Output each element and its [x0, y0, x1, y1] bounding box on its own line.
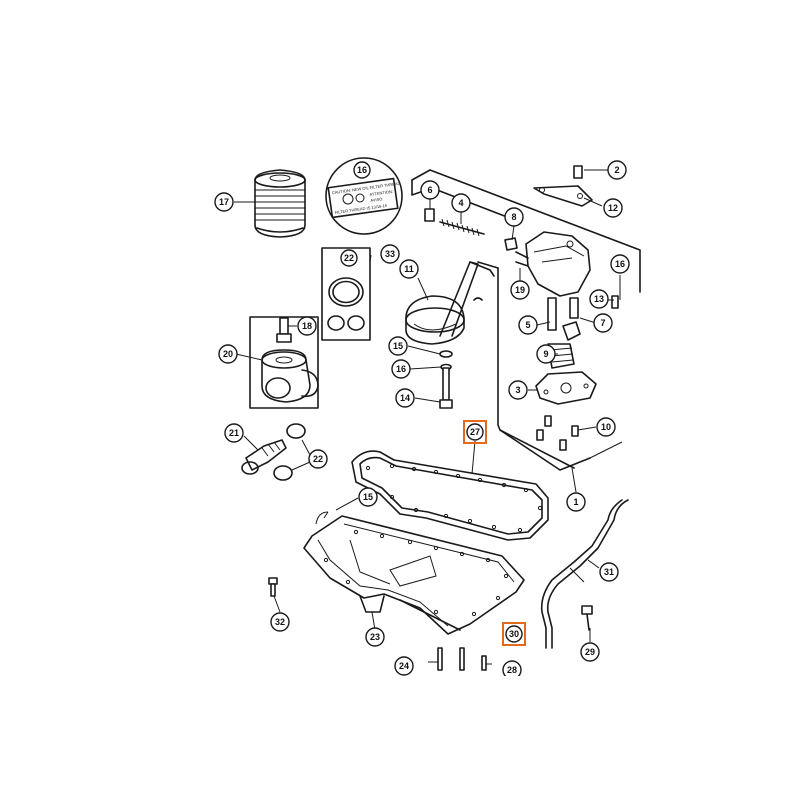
crop-mask	[380, 676, 540, 696]
callout-15-top-label: 15	[393, 341, 403, 351]
callout-16-decal[interactable]: 16	[353, 161, 371, 179]
callout-20-label: 20	[223, 349, 233, 359]
callout-21[interactable]: 21	[224, 423, 244, 443]
callout-14[interactable]: 14	[395, 388, 415, 408]
callout-29-label: 29	[585, 647, 595, 657]
oil-pickup-screen	[405, 261, 495, 345]
callout-16-mid-label: 16	[396, 364, 406, 374]
callout-31-label: 31	[604, 567, 614, 577]
callout-6[interactable]: 6	[420, 180, 440, 200]
decal-text-2: ATTENTION:	[369, 189, 393, 197]
callout-10-label: 10	[601, 422, 611, 432]
oil-pump-body	[515, 231, 591, 297]
callout-22-top[interactable]: 22	[340, 249, 358, 267]
callout-27[interactable]: 27	[466, 423, 484, 441]
callout-23-label: 23	[370, 632, 380, 642]
callout-4-label: 4	[458, 198, 463, 208]
callout-23[interactable]: 23	[365, 627, 385, 647]
callout-21-label: 21	[229, 428, 239, 438]
callout-19-label: 19	[515, 285, 525, 295]
callout-16-right[interactable]: 16	[610, 254, 630, 274]
callout-12[interactable]: 12	[603, 198, 623, 218]
callouts: 2 12 6 4 8 16 17 22 33 11 19 16 13 18 5 …	[214, 160, 630, 680]
callout-8[interactable]: 8	[504, 207, 524, 227]
engine-block-outline	[411, 169, 641, 471]
callout-4[interactable]: 4	[451, 193, 471, 213]
pickup-bolt-stack	[439, 350, 453, 409]
caution-decal-detail: CAUTION: NEW OIL FILTER THREAD ATTENTION…	[325, 157, 403, 235]
callout-28-label: 28	[507, 665, 517, 675]
callout-3-label: 3	[515, 385, 520, 395]
callout-15-bottom[interactable]: 15	[358, 487, 378, 507]
callout-29[interactable]: 29	[580, 642, 600, 662]
callout-11-label: 11	[404, 264, 414, 274]
callout-1[interactable]: 1	[566, 492, 586, 512]
callout-22-bottom[interactable]: 22	[308, 449, 328, 469]
callout-17-label: 17	[219, 197, 229, 207]
oil-pan-gasket	[351, 450, 549, 541]
callout-32-label: 32	[275, 617, 285, 627]
callout-17[interactable]: 17	[214, 192, 234, 212]
callout-31[interactable]: 31	[599, 562, 619, 582]
callout-24[interactable]: 24	[394, 656, 414, 676]
callout-6-label: 6	[427, 185, 432, 195]
callout-18-label: 18	[302, 321, 312, 331]
highlight-box-30	[502, 622, 526, 646]
callout-19[interactable]: 19	[510, 280, 530, 300]
callout-2[interactable]: 2	[607, 160, 627, 180]
callout-16-right-label: 16	[615, 259, 625, 269]
callout-27-label: 27	[470, 427, 480, 437]
callout-10[interactable]: 10	[596, 417, 616, 437]
callout-5-label: 5	[525, 320, 530, 330]
callout-15-bottom-label: 15	[363, 492, 373, 502]
callout-22-bottom-label: 22	[313, 454, 323, 464]
callout-14-label: 14	[400, 393, 410, 403]
dipstick-tube	[540, 499, 629, 649]
callout-33[interactable]: 33	[380, 244, 400, 264]
pan-fasteners	[268, 577, 593, 671]
oil-filter-adapter	[249, 316, 319, 409]
callout-8-label: 8	[511, 212, 516, 222]
callout-12-label: 12	[608, 203, 618, 213]
callout-2-label: 2	[614, 165, 619, 175]
callout-7[interactable]: 7	[593, 313, 613, 333]
callout-5[interactable]: 5	[518, 315, 538, 335]
decal-text-3: AVISO:	[370, 196, 384, 203]
leader-lines	[234, 169, 621, 665]
relief-valve-parts	[424, 208, 518, 251]
callout-9-label: 9	[543, 349, 548, 359]
callout-3[interactable]: 3	[508, 380, 528, 400]
callout-1-label: 1	[573, 497, 578, 507]
pump-bracket	[533, 165, 593, 207]
cover-bolts	[536, 415, 579, 451]
oil-pan	[303, 511, 525, 635]
oil-filter	[254, 169, 306, 238]
callout-32[interactable]: 32	[270, 612, 290, 632]
callout-9[interactable]: 9	[536, 344, 556, 364]
highlight-box-27	[463, 420, 487, 444]
callout-15-top[interactable]: 15	[388, 336, 408, 356]
callout-18[interactable]: 18	[297, 316, 317, 336]
o-ring-kit	[321, 247, 371, 341]
callout-16-decal-label: 16	[357, 165, 367, 175]
callout-30-label: 30	[509, 629, 519, 639]
callout-22-top-label: 22	[344, 253, 354, 263]
drain-plug-assembly	[241, 423, 306, 481]
callout-20[interactable]: 20	[218, 344, 238, 364]
callout-24-label: 24	[399, 661, 409, 671]
callout-16-mid[interactable]: 16	[391, 359, 411, 379]
callout-30[interactable]: 30	[505, 625, 523, 643]
callout-7-label: 7	[600, 318, 605, 328]
callout-33-label: 33	[385, 249, 395, 259]
callout-13[interactable]: 13	[589, 289, 609, 309]
callout-13-label: 13	[594, 294, 604, 304]
pump-gears-and-cover	[535, 295, 619, 405]
callout-11[interactable]: 11	[399, 259, 419, 279]
